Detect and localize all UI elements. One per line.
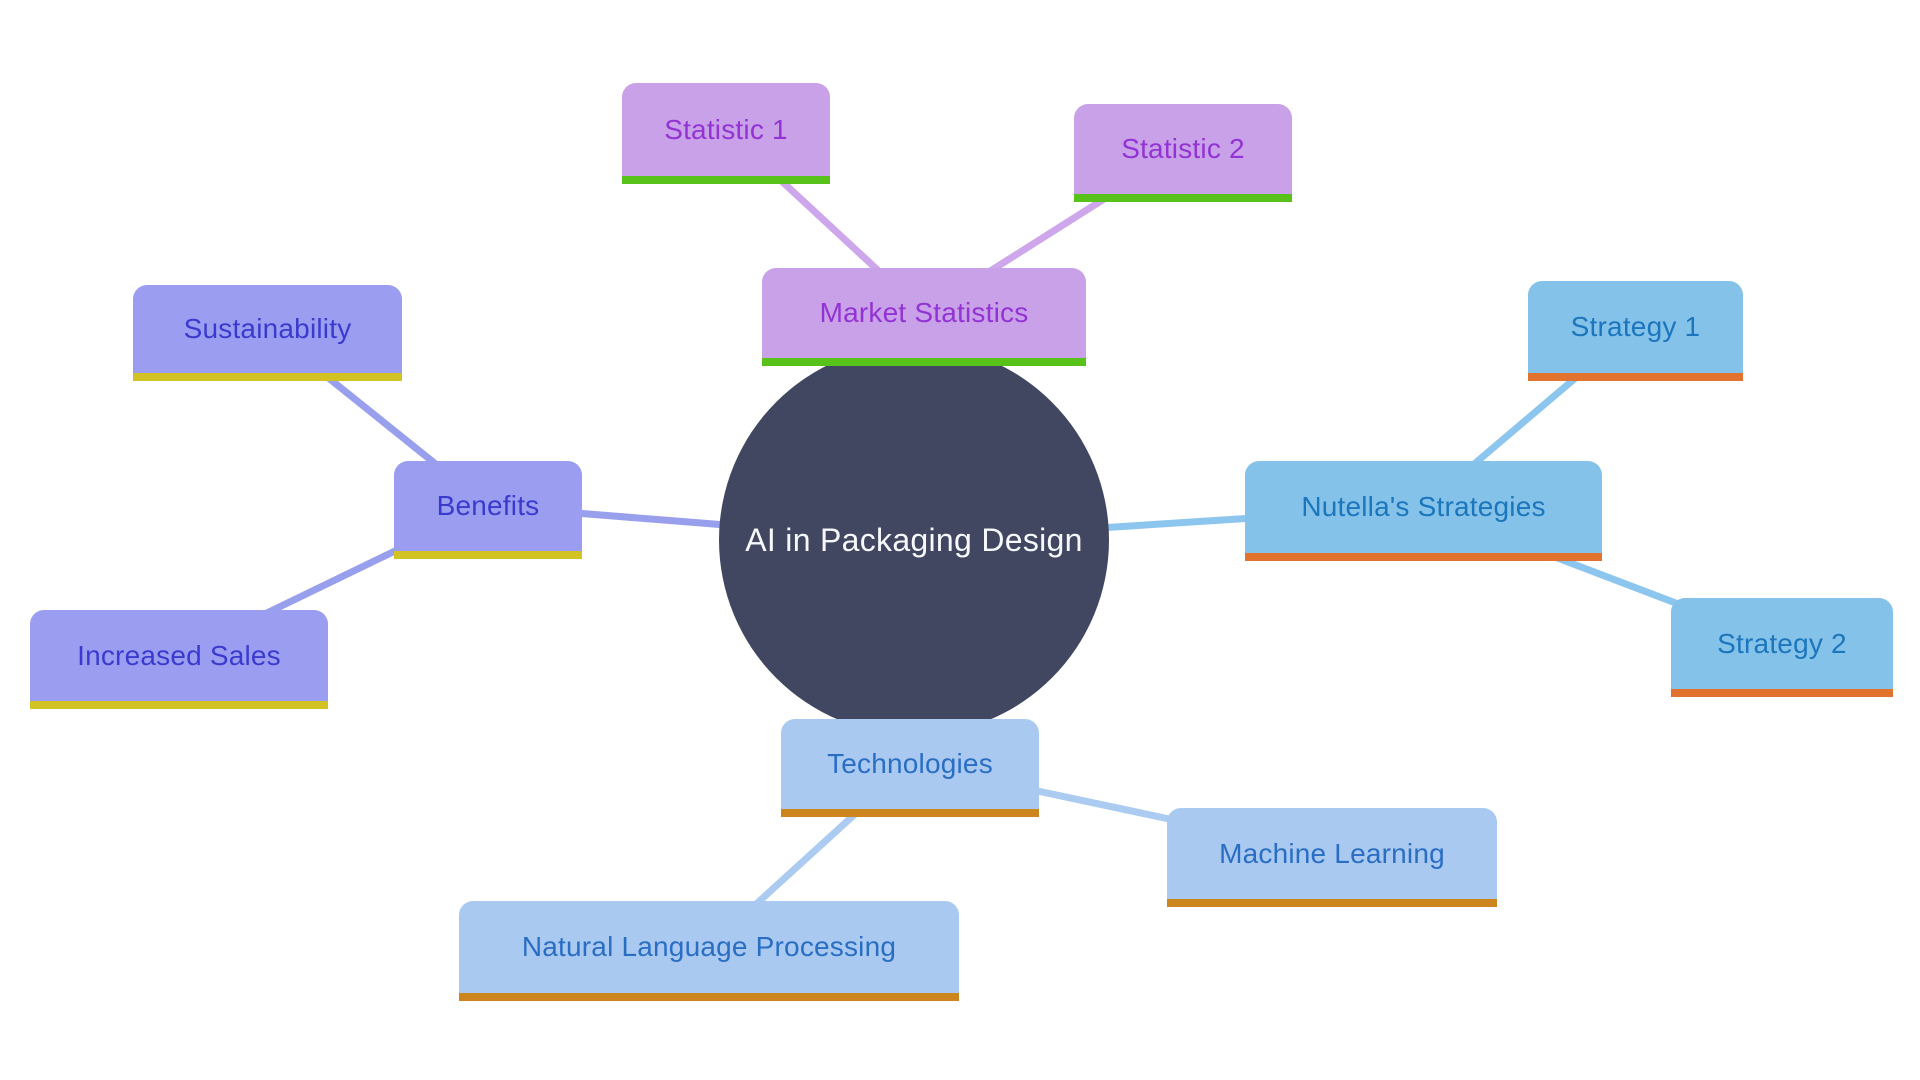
node-label: Benefits [436, 490, 540, 521]
node-strategy-2[interactable]: Strategy 2 [1671, 598, 1893, 697]
node-sustainability[interactable]: Sustainability [133, 285, 402, 381]
node-machine-learning[interactable]: Machine Learning [1167, 808, 1497, 907]
node-natural-language-processing[interactable]: Natural Language Processing [459, 901, 959, 1001]
node-label: Strategy 1 [1570, 311, 1701, 342]
node-label: Market Statistics [819, 297, 1029, 328]
node-label: Statistic 1 [664, 113, 788, 145]
node-label: Natural Language Processing [521, 931, 897, 962]
node-label: Nutella's Strategies [1301, 491, 1546, 522]
node-label: Statistic 2 [1121, 133, 1245, 164]
node-label: Sustainability [183, 313, 352, 344]
central-node-label: AI in Packaging Design [745, 521, 1083, 558]
node-statistic-2[interactable]: Statistic 2 [1074, 104, 1292, 202]
node-technologies[interactable]: Technologies [781, 719, 1039, 817]
node-label: Machine Learning [1219, 837, 1445, 869]
node-label: Technologies [827, 748, 993, 779]
node-label: Strategy 2 [1717, 627, 1847, 659]
node-label: Increased Sales [77, 639, 281, 671]
central-node[interactable]: AI in Packaging Design [719, 345, 1109, 735]
node-strategy-1[interactable]: Strategy 1 [1528, 281, 1743, 381]
node-nutellas-strategies[interactable]: Nutella's Strategies [1245, 461, 1602, 561]
node-increased-sales[interactable]: Increased Sales [30, 610, 328, 709]
node-statistic-1[interactable]: Statistic 1 [622, 83, 830, 184]
node-market-statistics[interactable]: Market Statistics [762, 268, 1086, 366]
node-benefits[interactable]: Benefits [394, 461, 582, 559]
